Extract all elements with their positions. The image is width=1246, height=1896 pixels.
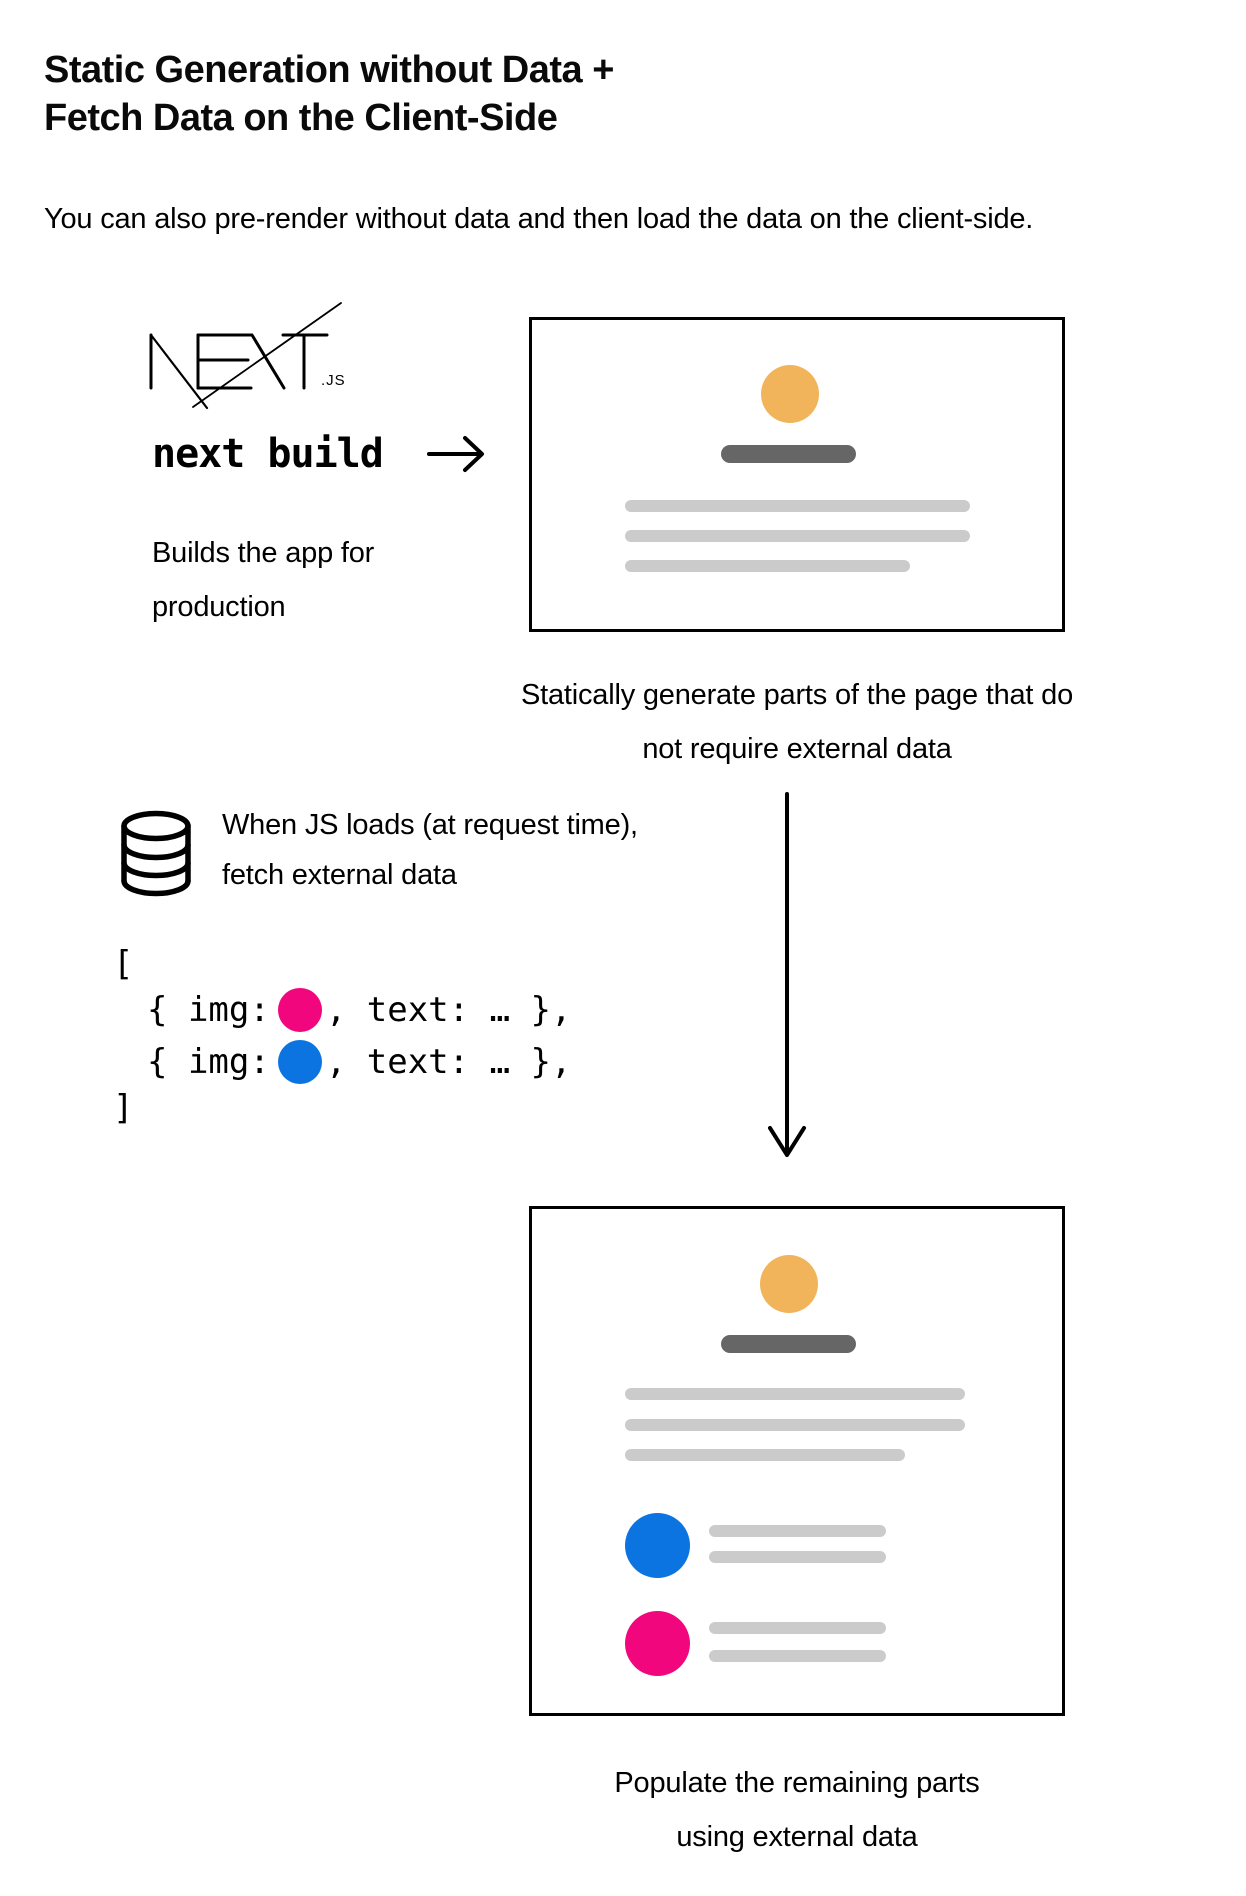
heading-placeholder [721, 1335, 856, 1353]
code-item-prefix: { img: [147, 990, 270, 1030]
nextjs-logo-suffix: .JS [321, 372, 346, 389]
text-line-placeholder [625, 560, 910, 572]
client-fetch-line1: When JS loads (at request time), [222, 809, 638, 841]
avatar-placeholder [760, 1255, 818, 1313]
populated-page-caption-line1: Populate the remaining parts [614, 1767, 980, 1799]
database-icon [121, 810, 191, 897]
page-title-line2: Fetch Data on the Client-Side [44, 97, 558, 139]
fetched-item-image-blue [625, 1513, 690, 1578]
populated-page-caption: Populate the remaining parts using exter… [297, 1756, 1246, 1864]
text-line-placeholder [625, 1419, 965, 1431]
code-item-row: { img: , text: … }, [113, 1036, 571, 1088]
build-description-line1: Builds the app for [152, 537, 375, 569]
static-generation-caption-line2: not require external data [642, 733, 952, 765]
static-generation-caption: Statically generate parts of the page th… [297, 668, 1246, 776]
populated-page-preview [529, 1206, 1065, 1716]
fetched-item-text-placeholder [709, 1622, 886, 1634]
page-subtitle: You can also pre-render without data and… [44, 203, 1034, 235]
fetched-item-image-pink [625, 1611, 690, 1676]
code-open-bracket: [ [113, 944, 134, 984]
static-page-preview [529, 317, 1065, 632]
down-arrow-icon [768, 792, 806, 1157]
fetched-item-text-placeholder [709, 1650, 886, 1662]
text-line-placeholder [625, 1449, 905, 1461]
build-command-row: next build [152, 430, 487, 478]
populated-page-caption-line2: using external data [676, 1821, 918, 1853]
client-fetch-description: When JS loads (at request time), fetch e… [222, 800, 638, 900]
static-generation-caption-line1: Statically generate parts of the page th… [520, 679, 1074, 711]
page-title: Static Generation without Data + Fetch Da… [44, 46, 614, 142]
code-item-prefix: { img: [147, 1042, 270, 1082]
code-item-suffix: , text: … }, [325, 1042, 572, 1082]
build-description: Builds the app for production [152, 526, 374, 634]
code-item-suffix: , text: … }, [325, 990, 572, 1030]
code-close-bracket: ] [113, 1088, 134, 1128]
image-dot-pink [277, 988, 322, 1032]
text-line-placeholder [625, 500, 970, 512]
page-title-line1: Static Generation without Data + [44, 49, 614, 91]
data-code-block: [ { img:, text: … }, { img:, text: … }, … [113, 944, 571, 1128]
nextjs-logo-icon: .JS [149, 302, 346, 410]
text-line-placeholder [625, 530, 970, 542]
build-command: next build [152, 431, 384, 477]
code-item-row: { img: , text: … }, [113, 984, 571, 1036]
text-line-placeholder [625, 1388, 965, 1400]
image-dot-blue [277, 1040, 322, 1084]
fetched-item-text-placeholder [709, 1551, 886, 1563]
heading-placeholder [721, 445, 856, 463]
avatar-placeholder [761, 365, 819, 423]
fetched-item-text-placeholder [709, 1525, 886, 1537]
build-description-line2: production [152, 591, 286, 623]
right-arrow-icon [426, 436, 484, 472]
client-fetch-line2: fetch external data [222, 859, 457, 891]
